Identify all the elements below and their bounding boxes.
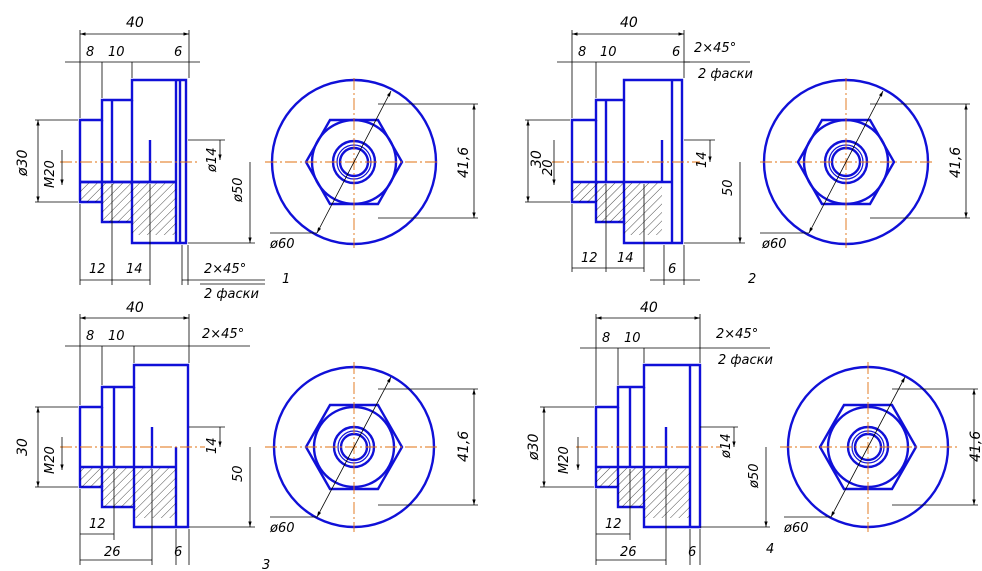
- label-3: 3: [262, 558, 270, 571]
- drawing-2: 40 8 10 6 2×45° 2 фаски 30 20 12 14 6: [525, 15, 970, 287]
- chamfer-4: 2×45°: [716, 327, 758, 342]
- side-view-1: ø60 41,6: [265, 78, 478, 252]
- dim-right-small-3: 14: [205, 437, 220, 454]
- dim-c-1: 6: [174, 45, 182, 60]
- dim-c-4: 6: [688, 545, 696, 560]
- chamfer-1: 2×45°: [204, 262, 246, 277]
- side-diameter-4: ø60: [783, 521, 809, 536]
- front-view-4: 40 8 10 2×45° 2 фаски ø30 M20 12 26 6: [526, 300, 774, 565]
- dim-left-inner-2: 20: [541, 159, 556, 176]
- dim-right-small-4: ø14: [719, 434, 734, 460]
- chamfer-note-2: 2 фаски: [698, 67, 753, 82]
- dim-left-outer-4: ø30: [526, 434, 542, 461]
- dim-right-big-2: 50: [721, 179, 736, 196]
- dim-bot2-3: 26: [104, 545, 121, 560]
- dim-b-3: 10: [108, 329, 125, 344]
- dim-right-small-2: 14: [695, 151, 710, 168]
- dim-left-outer-2: 30: [529, 150, 545, 168]
- dim-a-1: 8: [86, 45, 94, 60]
- dim-bot2-1: 14: [126, 262, 143, 277]
- side-diameter-3: ø60: [269, 521, 295, 536]
- side-view-3: ø60 41,6: [265, 362, 478, 536]
- dim-top-4: 40: [640, 300, 658, 316]
- dim-b-2: 10: [600, 45, 617, 60]
- dim-top-3: 40: [126, 300, 144, 316]
- side-height-4: 41,6: [968, 431, 982, 462]
- dim-c-2: 6: [672, 45, 680, 60]
- dim-bot2-4: 26: [620, 545, 637, 560]
- dim-a-4: 8: [602, 331, 610, 346]
- label-2: 2: [748, 272, 756, 287]
- dim-left-inner-3: M20: [43, 446, 58, 474]
- dim-left-inner-1: M20: [43, 160, 58, 188]
- side-height-2: 41,6: [948, 147, 964, 178]
- dim-c2-2: 6: [668, 262, 676, 277]
- dim-right-small-1: ø14: [205, 148, 220, 174]
- dim-left-inner-4: M20: [557, 446, 572, 474]
- dim-left-outer-3: 30: [15, 438, 31, 456]
- side-height-3: 41,6: [456, 431, 472, 462]
- dim-top-2: 40: [620, 15, 638, 31]
- drawing-3: 40 8 10 2×45° 30 M20 12 26 6 14: [15, 300, 478, 571]
- drawing-4: 40 8 10 2×45° 2 фаски ø30 M20 12 26 6: [526, 300, 982, 565]
- dim-right-big-3: 50: [231, 465, 246, 482]
- dim-right-big-1: ø50: [231, 178, 246, 204]
- front-view-1: 40 8 10 6 ø30 M20 12 14 2×45° 2 фаски: [15, 15, 290, 302]
- side-height-1: 41,6: [456, 147, 472, 178]
- drawing-1: 40 8 10 6 ø30 M20 12 14 2×45° 2 фаски: [15, 15, 478, 302]
- dim-c-3: 6: [174, 545, 182, 560]
- side-view-4: ø60 41,6: [780, 362, 982, 536]
- label-4: 4: [766, 542, 774, 557]
- side-diameter-2: ø60: [761, 237, 787, 252]
- dim-a-2: 8: [578, 45, 586, 60]
- side-diameter-1: ø60: [269, 237, 295, 252]
- dim-bot1-2: 12: [581, 251, 598, 266]
- chamfer-2: 2×45°: [694, 41, 736, 56]
- front-view-2: 40 8 10 6 2×45° 2 фаски 30 20 12 14 6: [525, 15, 756, 287]
- side-view-2: ø60 41,6: [760, 78, 970, 252]
- dim-a-3: 8: [86, 329, 94, 344]
- dim-bot1-3: 12: [89, 517, 106, 532]
- dim-b-1: 10: [108, 45, 125, 60]
- chamfer-note-4: 2 фаски: [718, 353, 773, 368]
- dim-right-big-4: ø50: [747, 464, 762, 490]
- dim-bot2-2: 14: [617, 251, 634, 266]
- label-1: 1: [282, 272, 290, 287]
- chamfer-3: 2×45°: [202, 327, 244, 342]
- dim-top-1: 40: [126, 15, 144, 31]
- dim-bot1-1: 12: [89, 262, 106, 277]
- chamfer-note-1: 2 фаски: [204, 287, 259, 302]
- dim-bot1-4: 12: [605, 517, 622, 532]
- dim-b-4: 10: [624, 331, 641, 346]
- dim-left-outer-1: ø30: [15, 150, 31, 177]
- front-view-3: 40 8 10 2×45° 30 M20 12 26 6 14: [15, 300, 270, 571]
